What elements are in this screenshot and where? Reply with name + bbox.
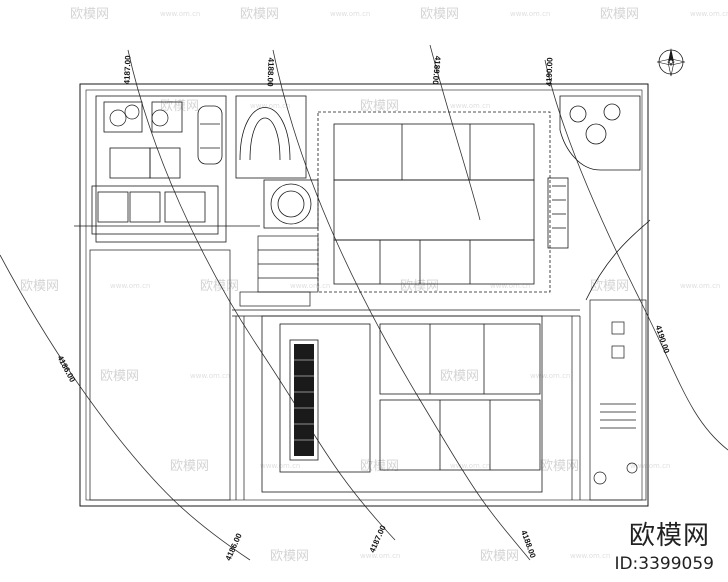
north-arrow-icon <box>656 48 686 77</box>
watermark-text: 欧模网 <box>420 7 459 22</box>
contour-line <box>429 44 481 221</box>
site-boundary <box>79 83 649 507</box>
watermark-text: 欧模网 <box>440 369 479 384</box>
watermark-text: 欧模网 <box>360 99 399 114</box>
watermark-text: 欧模网 <box>20 279 59 294</box>
watermark-text: 欧模网 <box>170 459 209 474</box>
car <box>197 105 223 165</box>
watermark-site: www.om.cn <box>570 552 610 560</box>
watermark-text: 欧模网 <box>240 7 279 22</box>
equipment-stack-dividers <box>294 359 314 441</box>
watermark-site: www.om.cn <box>160 10 200 18</box>
contour-label: 4190.00 <box>654 324 672 355</box>
watermark-text: 欧模网 <box>590 279 629 294</box>
curved-path <box>235 95 307 179</box>
watermark-site: www.om.cn <box>630 462 670 470</box>
contour-line <box>544 59 728 451</box>
watermark-text: 欧模网 <box>540 459 579 474</box>
east-access <box>547 177 651 301</box>
contour-label: 4189.00 <box>431 55 443 85</box>
tree-group-left <box>109 104 169 127</box>
contour-label: 4188.00 <box>519 529 538 560</box>
contour-label: 4187.00 <box>368 523 388 554</box>
watermark-site: www.om.cn <box>450 102 490 110</box>
watermark-text: 欧模网 <box>100 369 139 384</box>
watermark-text: 欧模网 <box>270 549 309 564</box>
contour-label: 4188.00 <box>265 57 275 87</box>
east-garden <box>559 95 641 171</box>
central-hall <box>317 111 551 293</box>
brand-name: 欧模网 <box>628 521 710 551</box>
watermark-site: www.om.cn <box>490 282 530 290</box>
watermark-site: www.om.cn <box>680 282 720 290</box>
contour-label: 4186.00 <box>55 354 77 384</box>
west-yard <box>89 249 231 501</box>
east-strip <box>589 299 647 501</box>
contour-labels: 4187.00 4188.00 4189.00 4190.00 4190.00 4186.… <box>55 55 671 562</box>
watermark-site: www.om.cn <box>510 10 550 18</box>
watermark-text: 欧模网 <box>480 549 519 564</box>
watermark-site: www.om.cn <box>330 10 370 18</box>
contour-line <box>272 49 531 561</box>
contour-line <box>127 49 396 541</box>
contour-label: 4187.00 <box>122 55 132 85</box>
watermark-text: 欧模网 <box>160 99 199 114</box>
watermark-site: www.om.cn <box>530 372 570 380</box>
contour-lines <box>0 44 728 561</box>
watermark-site: www.om.cn <box>190 372 230 380</box>
fountain <box>263 179 319 229</box>
watermark-site: www.om.cn <box>110 282 150 290</box>
watermark-site: www.om.cn <box>450 462 490 470</box>
watermark-text: 欧模网 <box>600 7 639 22</box>
watermark-text: 欧模网 <box>200 279 239 294</box>
watermark-text: 欧模网 <box>70 7 109 22</box>
contour-label: 4190.00 <box>544 57 554 87</box>
watermark-site: www.om.cn <box>360 552 400 560</box>
nw-building <box>74 95 260 243</box>
stair-block <box>239 235 319 307</box>
equipment-stack <box>294 344 314 456</box>
contour-label: 4186.00 <box>224 531 244 562</box>
watermark-site: www.om.cn <box>250 102 290 110</box>
watermark-layer: 欧模网 www.om.cn 欧模网 www.om.cn 欧模网 www.om.cn 欧模网 w… <box>20 7 728 564</box>
watermark-text: 欧模网 <box>400 279 439 294</box>
contour-line <box>0 254 251 561</box>
brand-id: ID:3399059 <box>614 554 714 574</box>
watermark-site: www.om.cn <box>290 282 330 290</box>
road-strip <box>232 309 581 500</box>
watermark-site: www.om.cn <box>690 10 728 18</box>
